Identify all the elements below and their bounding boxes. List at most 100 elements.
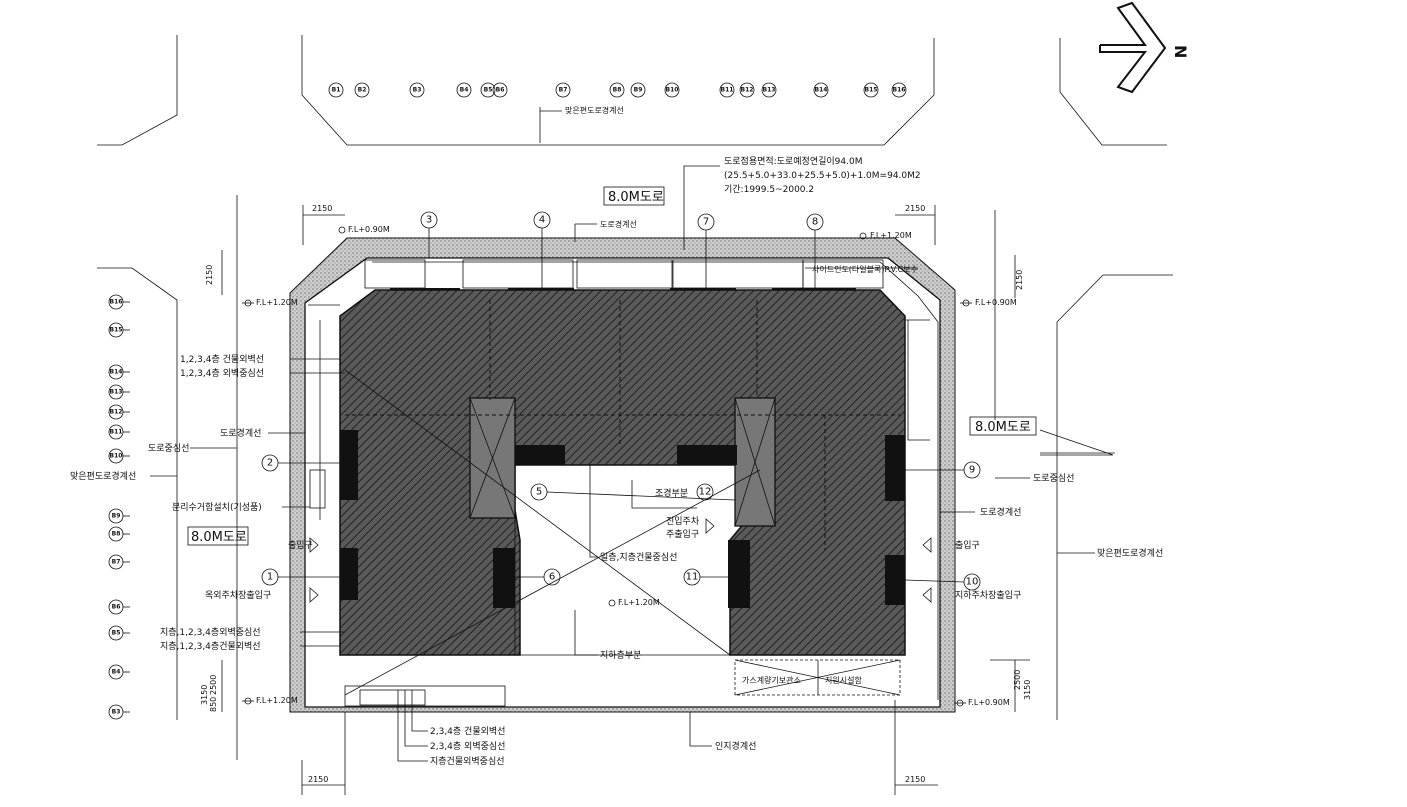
level-marker: F.L+1.20M — [242, 298, 298, 307]
bubble: B8 — [108, 526, 130, 542]
north-arrow-icon: N — [1099, 1, 1190, 94]
svg-text:B8: B8 — [613, 87, 622, 94]
callout: 11 — [683, 568, 701, 586]
level-marker: F.L+0.90M — [960, 298, 1017, 307]
callout: 8 — [806, 213, 824, 231]
left-road-outline — [97, 195, 238, 760]
road-center-right: 도로중심선 — [1033, 473, 1074, 484]
level-marker: F.L+1.20M — [859, 231, 912, 240]
opposite-road-top-label: 맞은편도로경계선 — [565, 105, 624, 115]
bubble: B10 — [664, 82, 680, 98]
road-center-left: 도로중심선 — [148, 443, 189, 454]
bubble: B15 — [863, 82, 879, 98]
svg-text:B15: B15 — [865, 87, 878, 94]
svg-text:B10: B10 — [666, 87, 679, 94]
level-marker: F.L+1.20M — [608, 598, 660, 607]
annotation-line-3: 기간:1999.5~2000.2 — [724, 184, 814, 195]
level-marker: F.L+0.90M — [954, 698, 1010, 707]
svg-text:F.L+1.20M: F.L+1.20M — [256, 696, 298, 705]
callout: 1 — [261, 568, 279, 586]
callouts: 1 2 3 4 5 6 7 8 9 10 11 12 — [261, 211, 981, 591]
svg-text:2: 2 — [267, 458, 273, 469]
bf-bldg-outer-label: 지층,1,2,3,4층건물외벽선 — [160, 640, 261, 652]
bubble: B14 — [108, 364, 130, 380]
svg-text:B8: B8 — [112, 531, 121, 538]
bubble: B2 — [354, 82, 370, 98]
bubble: B6 — [108, 599, 130, 615]
gas-meter-label: 가스계량기보관소 — [742, 675, 801, 685]
svg-text:9: 9 — [969, 465, 975, 476]
callout: 2 — [261, 454, 279, 472]
svg-text:F.L+0.90M: F.L+0.90M — [348, 225, 390, 234]
svg-text:2150: 2150 — [905, 775, 925, 784]
pv-note: 사이드인도(타일블록)P.V.C보수 — [812, 264, 918, 274]
bubble: B4 — [456, 82, 472, 98]
bubble: B12 — [739, 82, 755, 98]
svg-text:3: 3 — [426, 215, 432, 226]
top-road-outline: 맞은편도로경계선 — [97, 35, 1167, 146]
svg-text:2150: 2150 — [205, 265, 214, 285]
bubble: B5 — [480, 82, 496, 98]
bubble: B11 — [719, 82, 735, 98]
svg-text:B7: B7 — [559, 87, 568, 94]
svg-text:3150: 3150 — [200, 685, 209, 705]
svg-text:B10: B10 — [110, 453, 123, 460]
separator-tank-box — [309, 469, 326, 509]
bubble: B10 — [108, 448, 130, 464]
svg-text:850: 850 — [209, 697, 218, 712]
callout: 7 — [697, 213, 715, 231]
annotation-line-2: (25.5+5.0+33.0+25.5+5.0)+1.0M=94.0M2 — [724, 171, 921, 181]
bubble: B13 — [761, 82, 777, 98]
svg-text:B14: B14 — [815, 87, 828, 94]
right-labels: 8.0M도로 도로중심선 도로경계선 출입구 지하주차장출입구 맞은편도로경계선 — [940, 416, 1163, 601]
svg-text:B16: B16 — [110, 299, 123, 306]
bubble: B5 — [108, 625, 130, 641]
underground-part-label: 지하층부분 — [600, 650, 641, 661]
left-grid-bubbles: B16 B15 B14 B13 B12 B11 B10 B9 B8 B7 B6 … — [108, 294, 130, 720]
svg-text:3150: 3150 — [1023, 680, 1032, 700]
svg-text:2500: 2500 — [1013, 670, 1022, 690]
basement-parking-entrance-label: 지하주차장출입구 — [955, 589, 1021, 601]
wall-center-1234: 1,2,3,4층 외벽중심선 — [180, 367, 264, 379]
entrance-arrows — [309, 518, 932, 603]
outdoor-parking-entrance-label: 옥외주차장출입구 — [205, 589, 271, 601]
svg-text:5: 5 — [536, 487, 542, 498]
callout: 5 — [530, 483, 548, 501]
bubble: B7 — [108, 554, 130, 570]
separator-tank-label: 분리수거함설치(기성품) — [172, 501, 262, 513]
level-marker: F.L+1.20M — [242, 696, 298, 705]
bubble: B6 — [492, 82, 508, 98]
entrance-right-label: 출입구 — [955, 539, 980, 551]
svg-text:B16: B16 — [893, 87, 906, 94]
bldg-outer-234: 2,3,4층 건물외벽선 — [430, 725, 505, 737]
svg-text:B4: B4 — [112, 669, 121, 676]
road-boundary-right: 도로경계선 — [980, 506, 1021, 518]
road-width-right: 8.0M도로 — [975, 420, 1031, 435]
svg-text:2150: 2150 — [308, 775, 328, 784]
bf-wall-center-label: 지층,1,2,3,4층외벽중심선 — [160, 626, 261, 638]
underground-diagonals — [344, 369, 761, 696]
svg-text:F.L+1.20M: F.L+1.20M — [256, 298, 298, 307]
center-labels: 일층,지층건물중심선 지하층부분 조경부분 진입주차 주출입구 — [574, 465, 700, 661]
opposite-road-right: 맞은편도로경계선 — [1097, 547, 1163, 559]
bubble: B4 — [108, 664, 130, 680]
svg-text:7: 7 — [703, 217, 709, 228]
svg-text:B6: B6 — [496, 87, 505, 94]
building-footprint — [339, 289, 906, 656]
landscape-label: 조경부분 — [655, 487, 688, 499]
site-boundary-label: 인지경계선 — [715, 740, 756, 752]
right-road-outline — [1039, 274, 1173, 720]
callout: 4 — [533, 211, 551, 229]
entry-label-2: 주출입구 — [666, 528, 699, 540]
bubble: B11 — [108, 424, 130, 440]
svg-text:B1: B1 — [332, 87, 341, 94]
road-boundary-left: 도로경계선 — [220, 427, 261, 439]
svg-text:B11: B11 — [721, 87, 734, 94]
level-marker: F.L+0.90M — [338, 225, 390, 234]
svg-text:B14: B14 — [110, 369, 123, 376]
road-width-left: 8.0M도로 — [191, 530, 247, 545]
bubble: B15 — [108, 322, 130, 338]
callout: 12 — [696, 483, 714, 501]
top-annotation: 도로점용면적:도로예정연길이94.0M (25.5+5.0+33.0+25.5+… — [574, 155, 921, 274]
bottom-labels: 2,3,4층 건물외벽선 2,3,4층 외벽중심선 지층건물외벽중심선 인지경계… — [397, 690, 756, 767]
